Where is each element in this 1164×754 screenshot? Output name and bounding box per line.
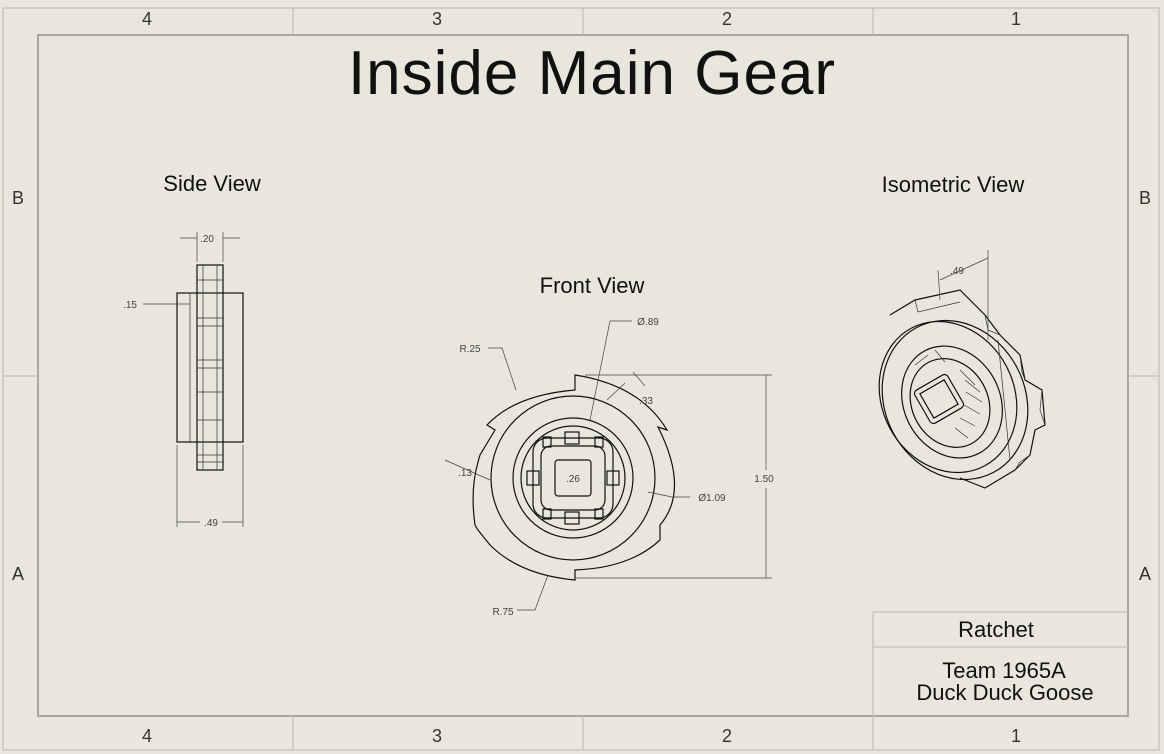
- drawing-title: Inside Main Gear: [348, 39, 836, 108]
- dim-front-small: .13: [458, 468, 472, 479]
- title-block-team-line2: Duck Duck Goose: [916, 680, 1093, 705]
- inner-frame: [37, 34, 1129, 717]
- dim-iso-width: .49: [950, 266, 964, 277]
- zone-col-bottom-4: 4: [142, 726, 152, 746]
- front-view-drawing: R.25 Ø.89 .33 .13 .26 Ø1.09 1.50 R.75: [444, 317, 774, 618]
- zone-dividers: [3, 8, 1159, 750]
- dim-front-outer-diameter: Ø1.09: [698, 493, 726, 504]
- dim-side-top-width: .20: [200, 234, 214, 245]
- zone-row-right-b: B: [1139, 188, 1151, 208]
- zone-col-top-1: 1: [1011, 9, 1021, 29]
- zone-col-bottom-2: 2: [722, 726, 732, 746]
- dim-front-radius-bottom: R.75: [492, 607, 514, 618]
- front-view-title: Front View: [540, 273, 645, 298]
- zone-col-top-2: 2: [722, 9, 732, 29]
- dim-front-inner-diameter: Ø.89: [637, 317, 659, 328]
- side-view-drawing: .20 .15 .49: [123, 232, 244, 529]
- zone-col-top-4: 4: [142, 9, 152, 29]
- zone-col-bottom-3: 3: [432, 726, 442, 746]
- outer-frame: [2, 7, 1160, 751]
- dim-front-square: .26: [566, 474, 580, 485]
- zone-row-right-a: A: [1139, 564, 1151, 584]
- isometric-view-title: Isometric View: [882, 172, 1025, 197]
- side-view-title: Side View: [163, 171, 261, 196]
- dim-front-radius-top: R.25: [459, 344, 481, 355]
- title-block-team-line1: Team 1965A: [942, 658, 1066, 683]
- title-block-part-name: Ratchet: [958, 617, 1034, 642]
- dim-side-bottom-width: .49: [204, 518, 218, 529]
- zone-row-left-a: A: [12, 564, 24, 584]
- zone-row-left-b: B: [12, 188, 24, 208]
- dim-front-tab: .33: [639, 396, 653, 407]
- title-block: Ratchet Team 1965A Duck Duck Goose: [872, 611, 1128, 716]
- zone-col-bottom-1: 1: [1011, 726, 1021, 746]
- zone-col-top-3: 3: [432, 9, 442, 29]
- isometric-view-drawing: .49: [878, 250, 1046, 489]
- dim-front-height: 1.50: [754, 474, 774, 485]
- dim-side-offset: .15: [123, 300, 137, 311]
